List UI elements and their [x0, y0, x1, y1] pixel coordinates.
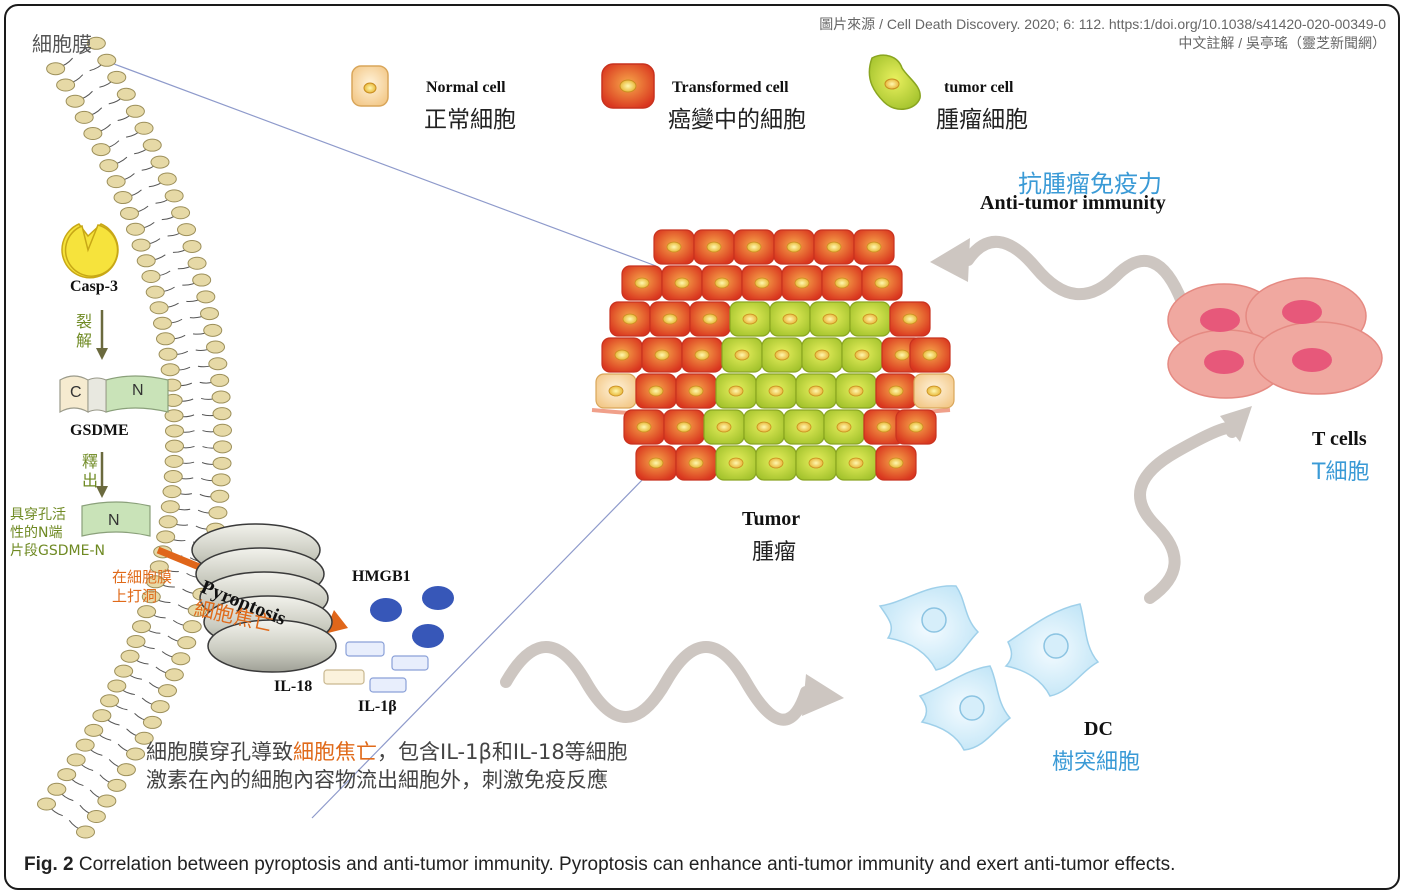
- tcells-zh-label: T細胞: [1312, 460, 1370, 485]
- gsdme-n-fragment-icon: [81, 501, 151, 537]
- dc-label: DC: [1084, 718, 1113, 740]
- legend-normal-zh: 正常細胞: [424, 107, 516, 133]
- hmgb1-label: HMGB1: [352, 568, 411, 585]
- membrane-label: 細胞膜: [32, 32, 92, 56]
- t-cells-group: [1167, 277, 1383, 399]
- figure-caption-text: Correlation between pyroptosis and anti-…: [73, 854, 1176, 875]
- hmgb1-molecule: [412, 624, 444, 648]
- casp3-label: Casp-3: [70, 278, 119, 295]
- tcells-label: T cells: [1312, 428, 1367, 450]
- release-label: 釋出: [82, 452, 99, 490]
- legend-tumor-en: tumor cell: [944, 79, 1014, 96]
- gsdme-n-desc-line2: 性的N端: [10, 525, 63, 541]
- dc-zh-label: 樹突細胞: [1052, 750, 1141, 775]
- description-line1: 細胞膜穿孔導致細胞焦亡，包含IL-1β和IL-18等細胞: [146, 736, 628, 766]
- wave-arrow-to-tcells-head: [1220, 406, 1252, 442]
- pore-desc-line1: 在細胞膜: [112, 568, 173, 586]
- normal-cell-icon: [351, 65, 389, 107]
- dendritic-cells-group: [878, 585, 1100, 751]
- tumor-cell-icon: [868, 54, 921, 110]
- cleave-label: 裂解: [76, 312, 93, 350]
- description-part1: 細胞膜穿孔導致: [146, 740, 293, 764]
- wave-arrow-to-dc: [500, 641, 812, 726]
- figure-frame: 圖片來源 / Cell Death Discovery. 2020; 6: 11…: [4, 4, 1400, 890]
- tumor-zh-label: 腫瘤: [752, 540, 797, 565]
- gsdme-c-label: C: [70, 384, 82, 401]
- wave-arrow-to-dc-head: [802, 674, 844, 716]
- tumor-label: Tumor: [742, 508, 801, 530]
- il-molecule: [391, 655, 429, 671]
- hmgb1-molecule: [422, 586, 454, 610]
- gsdme-n-desc-line3: 片段GSDME-N: [10, 543, 105, 559]
- gsdme-protein-icon: [59, 375, 169, 414]
- wave-arrow-to-tumor-head: [930, 238, 970, 282]
- immunity-en-label: Anti-tumor immunity: [980, 192, 1166, 214]
- lipid-bilayer-membrane: [37, 36, 232, 839]
- wave-arrow-to-tcells: [1134, 422, 1239, 604]
- zoom-line-bottom: [311, 475, 647, 819]
- il-molecule: [369, 677, 407, 693]
- pore-desc-line2: 上打洞: [112, 587, 158, 605]
- gsdme-pore: [191, 523, 337, 673]
- zoom-line-top: [97, 57, 657, 267]
- hmgb1-molecule: [370, 598, 402, 622]
- il18-label: IL-18: [274, 678, 313, 695]
- description-line2: 激素在內的細胞內容物流出細胞外，刺激免疫反應: [146, 768, 608, 792]
- il-molecule: [345, 641, 385, 657]
- tumor-cell-cluster: [591, 229, 955, 481]
- gsdme-label: GSDME: [70, 422, 129, 439]
- figure-caption-label: Fig. 2: [24, 854, 74, 875]
- immunity-zh-label: 抗腫瘤免疫力: [1018, 170, 1162, 198]
- source-line1: 圖片來源 / Cell Death Discovery. 2020; 6: 11…: [819, 16, 1386, 32]
- legend-tumor-zh: 腫瘤細胞: [936, 107, 1028, 133]
- gsdme-n-label: N: [132, 382, 144, 399]
- transformed-cell-icon: [601, 63, 655, 109]
- casp3-enzyme-shape: [64, 224, 119, 277]
- il1b-label: IL-1β: [358, 698, 397, 715]
- legend-transformed-en: Transformed cell: [672, 79, 789, 96]
- pyroptosis-diagram: [37, 36, 1383, 839]
- description-part2: ，包含IL-1β和IL-18等細胞: [377, 740, 628, 764]
- source-line2: 中文註解 / 吳亭瑤（靈芝新聞網）: [1178, 35, 1386, 51]
- wave-arrow-to-tumor: [962, 236, 1188, 308]
- legend-normal-en: Normal cell: [426, 79, 506, 96]
- il-molecule: [323, 669, 365, 685]
- figure-caption: Fig. 2 Correlation between pyroptosis an…: [24, 854, 1175, 876]
- legend-transformed-zh: 癌變中的細胞: [668, 107, 806, 133]
- gsdme-n-desc-line1: 具穿孔活: [10, 507, 66, 523]
- cleave-arrow: [96, 348, 108, 360]
- gsdme-n-fragment-label: N: [108, 512, 120, 529]
- release-arrow: [96, 486, 108, 498]
- description-highlight: 細胞焦亡: [293, 740, 377, 764]
